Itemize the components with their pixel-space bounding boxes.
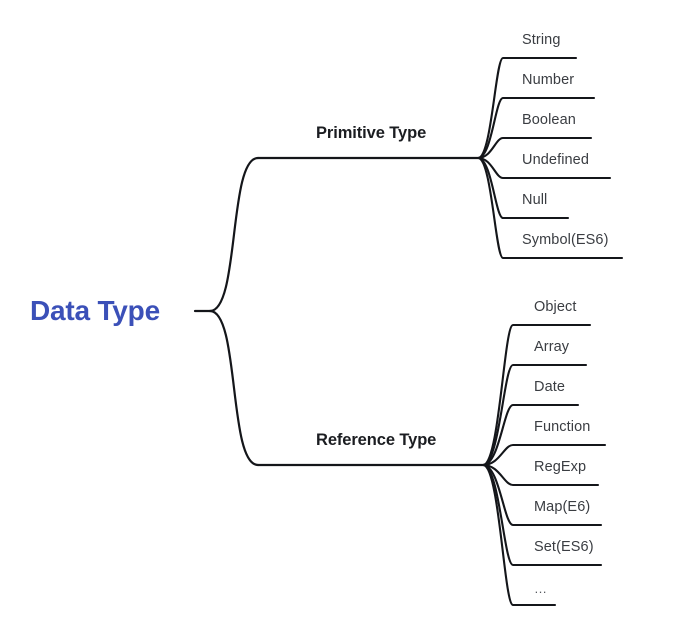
leaf-node-primitive-0[interactable]: String — [522, 32, 561, 48]
leaf-node-primitive-4[interactable]: Null — [522, 192, 548, 208]
leaf-node-reference-6[interactable]: Set(ES6) — [534, 539, 594, 555]
branch-node-reference[interactable]: Reference Type — [316, 431, 437, 449]
root-edge-group — [193, 156, 260, 467]
leaf-node-reference-1[interactable]: Array — [534, 339, 570, 355]
leaf-node-reference-3[interactable]: Function — [534, 419, 591, 435]
reference-leaf-edge-3 — [481, 443, 607, 467]
reference-leaf-edge-1 — [481, 363, 588, 467]
reference-leaf-edge-0 — [481, 323, 592, 467]
leaf-node-reference-4[interactable]: RegExp — [534, 459, 587, 475]
primitive-leaf-edge-5 — [476, 156, 624, 260]
leaf-node-reference-5[interactable]: Map(E6) — [534, 499, 591, 515]
leaf-node-reference-7[interactable]: … — [534, 581, 548, 596]
leaf-node-primitive-3[interactable]: Undefined — [522, 152, 590, 168]
leaf-node-primitive-2[interactable]: Boolean — [522, 112, 576, 128]
branch-node-primitive[interactable]: Primitive Type — [316, 124, 427, 142]
leaf-node-reference-2[interactable]: Date — [534, 379, 566, 395]
reference-leaf-edge-2 — [481, 403, 580, 467]
root-to-primitive-edge — [208, 156, 260, 313]
primitive-leaf-edge-2 — [476, 136, 593, 160]
primitive-leaf-edge-0 — [476, 56, 578, 160]
root-node-data-type[interactable]: Data Type — [30, 295, 160, 326]
leaf-node-primitive-5[interactable]: Symbol(ES6) — [522, 232, 609, 248]
leaf-edge-group — [476, 56, 624, 607]
root-to-reference-edge — [208, 309, 260, 467]
primitive-leaf-edge-1 — [476, 96, 596, 160]
leaf-node-primitive-1[interactable]: Number — [522, 72, 575, 88]
branch-edge-group — [256, 156, 485, 467]
reference-leaf-edge-7 — [481, 463, 557, 607]
leaf-node-reference-0[interactable]: Object — [534, 299, 577, 315]
